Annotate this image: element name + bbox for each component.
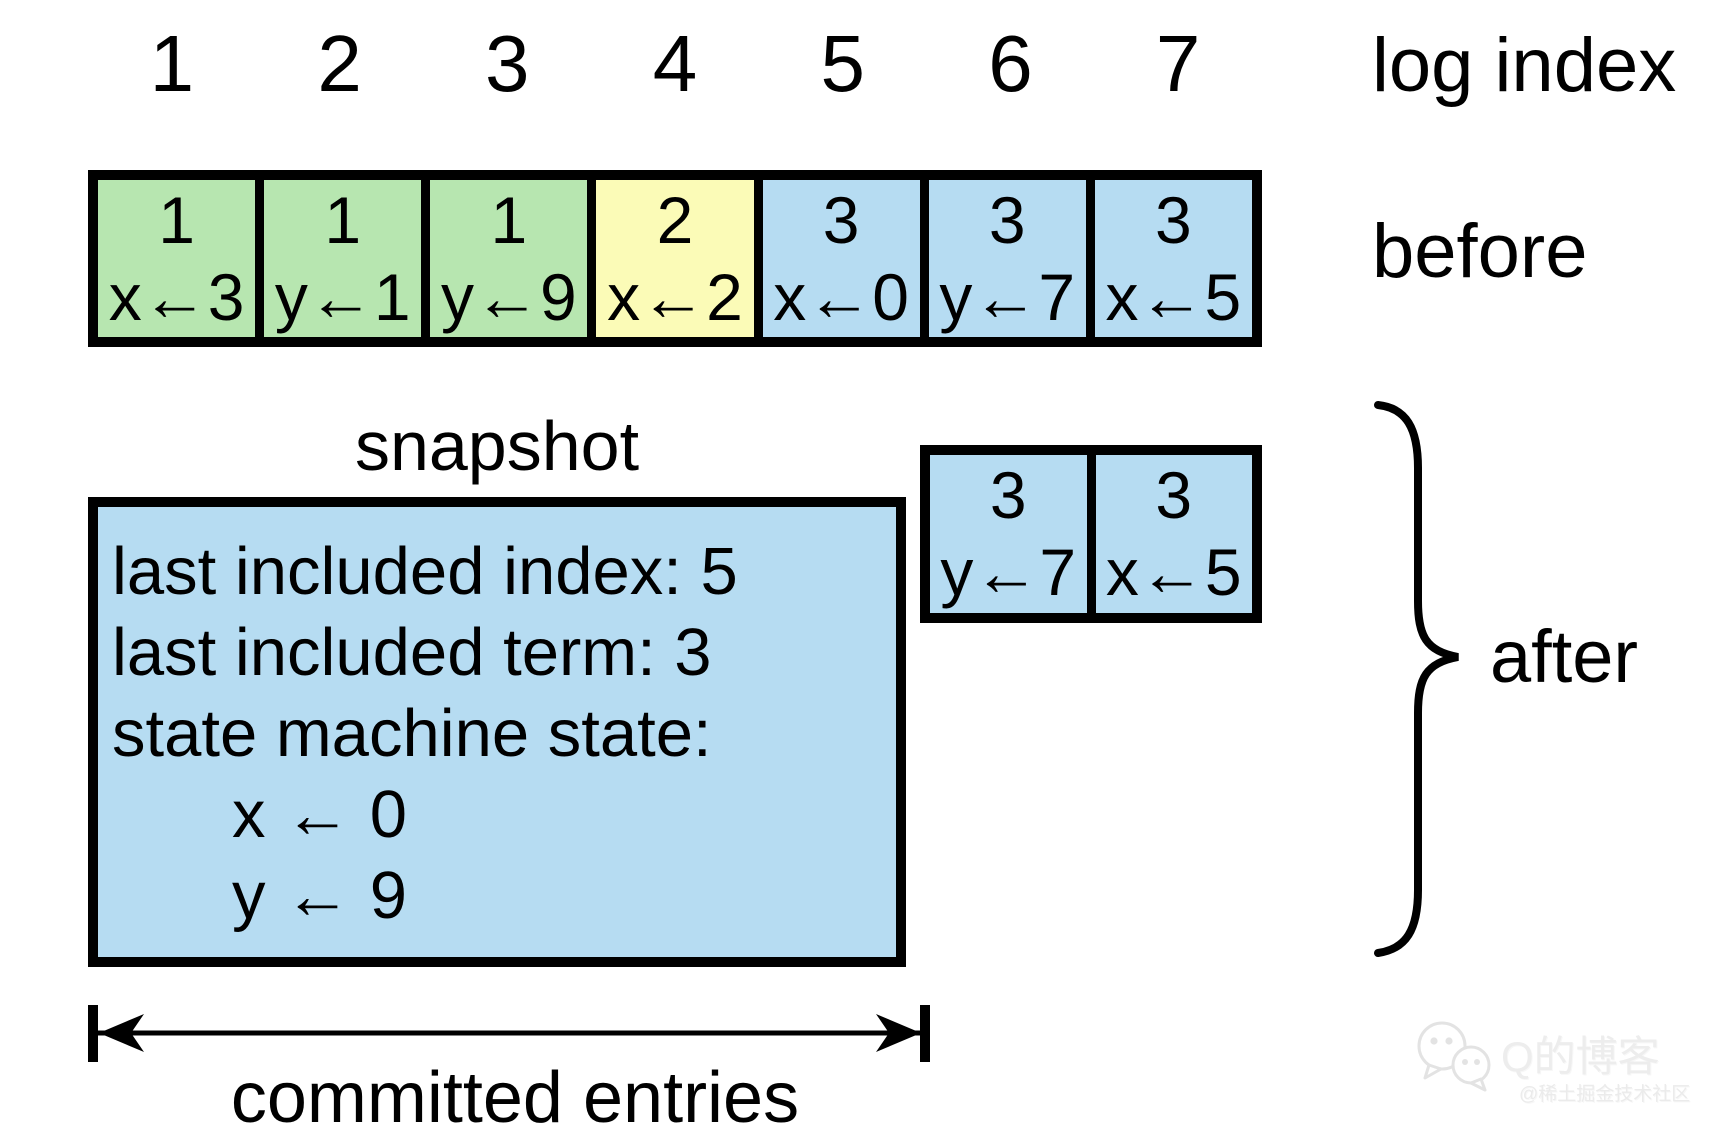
before-log-row: 1 x←3 1 y←1 1 y←9 2 x←2 3 x←0 3 y←7 3 x←… [88, 170, 1262, 347]
log-index-number: 6 [988, 19, 1033, 108]
watermark-subtitle: @稀土掘金技术社区 [1519, 1084, 1691, 1105]
log-entry-term: 1 [490, 182, 528, 257]
log-entry-command: x←5 [1105, 259, 1242, 334]
watermark: Q的博客 @稀土掘金技术社区 [1415, 1012, 1705, 1122]
log-index-number: 4 [652, 19, 698, 108]
wechat-blog-icon [1417, 1021, 1491, 1092]
committed-entries-arrow [88, 1005, 930, 1062]
after-label: after [1490, 615, 1639, 698]
log-index-label: log index [1372, 23, 1677, 108]
log-index-row: 1 2 3 4 5 6 7 [88, 22, 1262, 106]
snapshot-state-x: x ← 0 [232, 777, 407, 852]
log-entry-term: 3 [822, 182, 860, 257]
log-entry-5: 3 x←0 [762, 180, 929, 337]
before-label: before [1372, 209, 1588, 294]
log-index-number: 3 [485, 19, 530, 108]
log-entry-command: y←7 [940, 535, 1077, 609]
log-entry-7: 3 x←5 [1094, 180, 1252, 337]
after-log-entry-6: 3 y←7 [930, 455, 1096, 613]
log-entry-term: 3 [1155, 458, 1193, 532]
log-entry-command: x←0 [773, 259, 909, 334]
log-entry-term: 2 [656, 182, 694, 257]
log-entry-term: 1 [158, 182, 195, 257]
log-entry-term: 3 [989, 458, 1027, 532]
log-entry-4: 2 x←2 [596, 180, 763, 337]
log-entry-term: 3 [1155, 182, 1192, 257]
watermark-title: Q的博客 [1501, 1033, 1660, 1080]
snapshot-box: last included index: 5 last included ter… [88, 497, 906, 967]
after-brace [1374, 401, 1459, 957]
committed-entries-label: committed entries [230, 1058, 800, 1136]
log-entry-command: y←1 [274, 259, 411, 334]
log-entry-1: 1 x←3 [98, 180, 265, 337]
log-entry-2: 1 y←1 [264, 180, 431, 337]
log-entry-3: 1 y←9 [430, 180, 597, 337]
snapshot-state-machine-heading: state machine state: [112, 696, 712, 771]
log-index-number: 2 [317, 19, 362, 108]
snapshot-label: snapshot [354, 407, 640, 485]
log-index-number: 1 [149, 19, 195, 108]
log-entry-command: x←2 [607, 259, 743, 334]
log-entry-term: 1 [324, 182, 362, 257]
snapshot-last-included-index: last included index: 5 [112, 534, 738, 609]
log-index-number: 7 [1155, 19, 1201, 108]
log-entry-term: 3 [988, 182, 1026, 257]
after-log-entry-7: 3 x←5 [1095, 455, 1252, 613]
snapshot-state-y: y ← 9 [232, 858, 407, 933]
log-index-number: 5 [820, 19, 865, 108]
log-entry-command: y←7 [939, 259, 1076, 334]
snapshot-last-included-term: last included term: 3 [112, 615, 712, 690]
log-entry-command: x←5 [1105, 535, 1242, 609]
after-log-row: 3 y←7 3 x←5 [920, 445, 1262, 623]
log-entry-6: 3 y←7 [928, 180, 1095, 337]
log-entry-command: x←3 [108, 259, 245, 334]
log-entry-command: y←9 [440, 259, 577, 334]
